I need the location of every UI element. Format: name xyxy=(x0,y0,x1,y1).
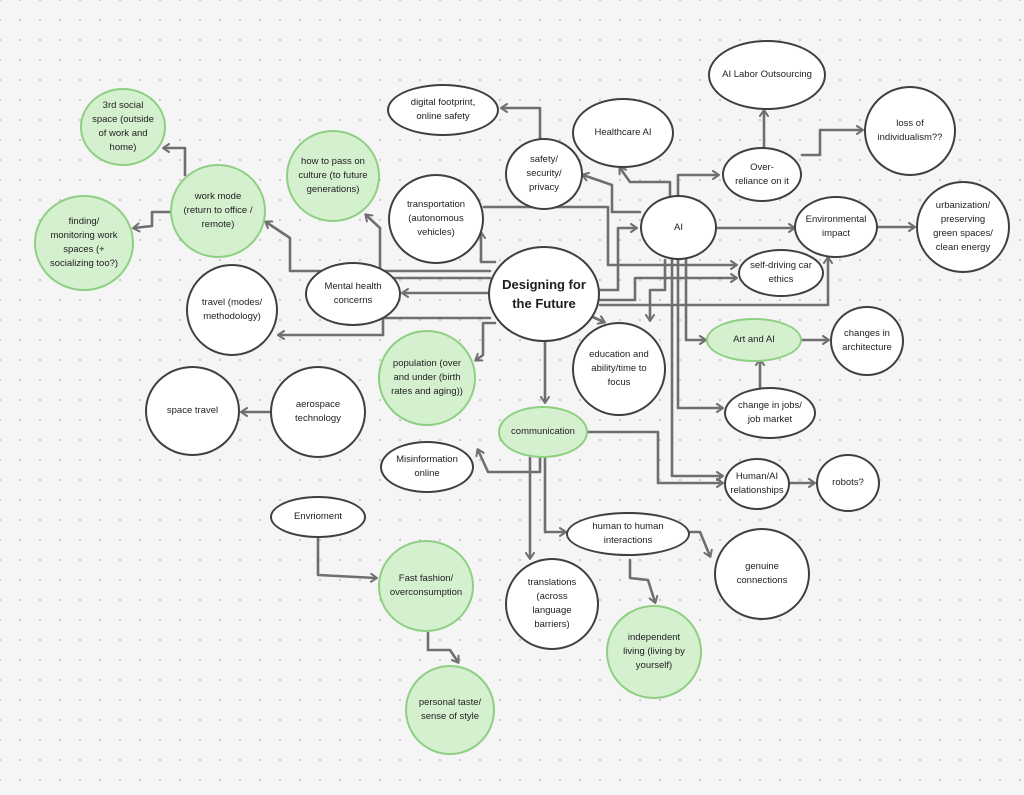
node-ai-labor-label: AI Labor Outsourcing xyxy=(722,69,812,81)
edge-over-reliance-to-loss-individualism xyxy=(800,125,864,157)
edge-safety-to-digital-footprint xyxy=(500,103,542,140)
node-environmental-impact[interactable]: Environmental impact xyxy=(794,196,878,258)
node-transportation-label: transportation (autonomous vehicles) xyxy=(406,199,466,238)
node-translations-label: translations (across language barriers) xyxy=(527,577,577,630)
node-change-in-jobs[interactable]: change in jobs/ job market xyxy=(724,387,816,439)
node-education-label: education and ability/time to focus xyxy=(589,349,649,388)
edge-ai-to-art-ai xyxy=(684,256,707,345)
node-robots-label: robots? xyxy=(832,477,864,489)
node-pass-on-culture[interactable]: how to pass on culture (to future genera… xyxy=(286,130,380,222)
node-ai-label: AI xyxy=(674,221,683,233)
node-over-reliance[interactable]: Over-reliance on it xyxy=(722,147,802,202)
edge-human-interactions-to-independent xyxy=(628,558,659,604)
node-human-ai-relationships[interactable]: Human/AI relationships xyxy=(724,458,790,510)
node-art-ai-label: Art and AI xyxy=(733,334,775,346)
edge-enviroment-to-fast-fashion xyxy=(316,533,378,583)
node-healthcare-ai-label: Healthcare AI xyxy=(594,127,652,139)
node-population-label: population (over and under (birth rates … xyxy=(391,358,463,397)
node-safety-security-privacy[interactable]: safety/ security/ privacy xyxy=(505,138,583,210)
node-independent-label: independent living (living by yourself) xyxy=(623,632,685,671)
edge-communication-to-human-ai xyxy=(586,430,724,488)
node-urbanization-label: urbanization/ preserving green spaces/ c… xyxy=(933,200,993,253)
node-third-social-space[interactable]: 3rd social space (outside of work and ho… xyxy=(80,88,166,166)
edge-ai-to-over-reliance xyxy=(676,170,720,197)
edge-designing-to-culture xyxy=(364,213,492,280)
node-ai[interactable]: AI xyxy=(640,195,717,260)
edge-communication-to-misinformation xyxy=(475,448,542,474)
node-designing-label: Designing for the Future xyxy=(502,276,586,312)
edge-communication-to-human-interactions xyxy=(543,456,567,537)
node-aerospace-label: aerospace technology xyxy=(295,399,341,424)
node-fast-fashion-label: Fast fashion/ overconsumption xyxy=(389,573,463,598)
node-mental-health[interactable]: Mental health concerns xyxy=(305,262,401,326)
node-space-travel-label: space travel xyxy=(166,405,219,417)
node-robots[interactable]: robots? xyxy=(816,454,880,512)
node-healthcare-ai[interactable]: Healthcare AI xyxy=(572,98,674,168)
node-human-ai-label: Human/AI relationships xyxy=(730,471,784,496)
edge-ai-to-human-ai xyxy=(670,258,724,481)
node-jobs-label: change in jobs/ job market xyxy=(738,400,802,425)
node-enviroment[interactable]: Envrioment xyxy=(270,496,366,538)
node-human-to-human[interactable]: human to human interactions xyxy=(566,512,690,556)
node-culture-label: how to pass on culture (to future genera… xyxy=(298,156,368,195)
node-urbanization[interactable]: urbanization/ preserving green spaces/ c… xyxy=(916,181,1010,273)
edge-designing-to-travel xyxy=(277,316,492,340)
node-work-mode[interactable]: work mode (return to office / remote) xyxy=(170,164,266,258)
edge-designing-to-transportation xyxy=(476,231,497,264)
node-third-space-label: 3rd social space (outside of work and ho… xyxy=(92,100,154,153)
node-travel-label: travel (modes/ methodology) xyxy=(201,297,263,322)
node-finding-spaces-label: finding/ monitoring work spaces (+ socia… xyxy=(49,216,119,269)
node-communication[interactable]: communication xyxy=(498,406,588,458)
edge-work-mode-to-third-space xyxy=(162,143,187,177)
node-genuine-connections[interactable]: genuine connections xyxy=(714,528,810,620)
node-finding-work-spaces[interactable]: finding/ monitoring work spaces (+ socia… xyxy=(34,195,134,291)
node-transportation[interactable]: transportation (autonomous vehicles) xyxy=(388,174,484,264)
edge-ai-to-jobs xyxy=(676,258,724,413)
node-self-driving-ethics[interactable]: self-driving car ethics xyxy=(738,249,824,297)
edge-ai-to-healthcare-ai xyxy=(618,166,672,197)
edge-human-interactions-to-genuine xyxy=(688,530,713,558)
node-digital-footprint[interactable]: digital footprint, online safety xyxy=(387,84,499,136)
node-independent-living[interactable]: independent living (living by yourself) xyxy=(606,605,702,699)
node-communication-label: communication xyxy=(511,426,575,438)
node-enviroment-label: Envrioment xyxy=(293,511,343,523)
node-designing-for-the-future[interactable]: Designing for the Future xyxy=(488,246,600,342)
node-personal-taste[interactable]: personal taste/ sense of style xyxy=(405,665,495,755)
node-education[interactable]: education and ability/time to focus xyxy=(572,322,666,416)
node-over-reliance-label: Over-reliance on it xyxy=(735,161,789,187)
node-genuine-label: genuine connections xyxy=(736,561,788,586)
node-environmental-label: Environmental impact xyxy=(805,214,867,239)
node-travel[interactable]: travel (modes/ methodology) xyxy=(186,264,278,356)
node-aerospace-technology[interactable]: aerospace technology xyxy=(270,366,366,458)
node-loss-of-individualism[interactable]: loss of individualism?? xyxy=(864,86,956,176)
edge-designing-to-work-mode xyxy=(264,220,492,273)
node-translations[interactable]: translations (across language barriers) xyxy=(505,558,599,650)
node-human-interactions-label: human to human interactions xyxy=(592,521,664,546)
edge-ai-to-education xyxy=(645,258,667,322)
node-ai-labor-outsourcing[interactable]: AI Labor Outsourcing xyxy=(708,40,826,110)
node-self-driving-label: self-driving car ethics xyxy=(750,260,812,285)
edge-ai-to-safety xyxy=(581,171,642,214)
node-mental-health-label: Mental health concerns xyxy=(324,281,382,306)
node-misinformation[interactable]: Misinformation online xyxy=(380,441,474,493)
node-population[interactable]: population (over and under (birth rates … xyxy=(378,330,476,426)
node-architecture-label: changes in architecture xyxy=(842,328,892,353)
node-misinformation-label: Misinformation online xyxy=(396,454,458,479)
edge-designing-to-population xyxy=(474,321,497,362)
node-fast-fashion[interactable]: Fast fashion/ overconsumption xyxy=(378,540,474,632)
edge-designing-to-environmental xyxy=(598,256,833,307)
edge-fast-fashion-to-personal-taste xyxy=(426,631,460,664)
node-safety-label: safety/ security/ privacy xyxy=(526,154,562,193)
node-digital-footprint-label: digital footprint, online safety xyxy=(410,97,476,122)
node-work-mode-label: work mode (return to office / remote) xyxy=(183,191,253,230)
node-loss-individualism-label: loss of individualism?? xyxy=(877,118,943,143)
edge-designing-to-ai xyxy=(598,223,638,292)
node-changes-in-architecture[interactable]: changes in architecture xyxy=(830,306,904,376)
edge-work-mode-to-finding-spaces xyxy=(132,210,172,233)
node-space-travel[interactable]: space travel xyxy=(145,366,240,456)
node-personal-taste-label: personal taste/ sense of style xyxy=(418,697,482,722)
node-art-and-ai[interactable]: Art and AI xyxy=(706,318,802,362)
